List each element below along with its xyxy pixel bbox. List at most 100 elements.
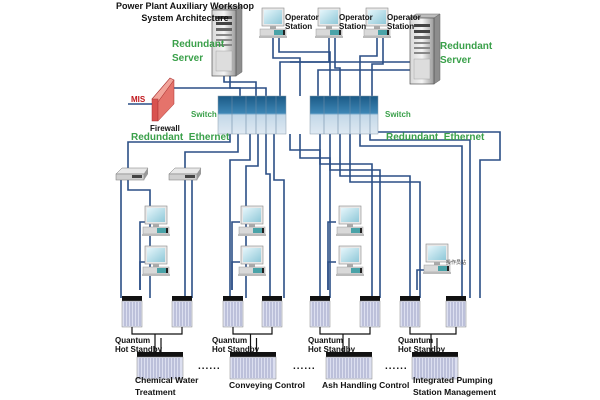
subsystem-3-plc-label: Quantum Hot Standby [308, 336, 355, 354]
plc-primary [309, 295, 331, 328]
subsystem-2-name: Conveying Control [229, 380, 306, 390]
ethernet-right-label: Redundant Ethernet [386, 132, 485, 143]
cable [223, 76, 257, 96]
switch-left-label: Switch [191, 110, 217, 119]
hub-1 [115, 167, 149, 181]
label-line: Integrated Pumping [413, 375, 493, 385]
plc-standby [261, 295, 283, 328]
cable [371, 38, 384, 96]
cable [127, 134, 231, 168]
firewall-icon [151, 77, 175, 122]
cable [359, 134, 463, 298]
cable [272, 38, 301, 96]
label-line: Hot Standby [398, 345, 446, 354]
cable [278, 38, 331, 96]
cable [329, 134, 381, 298]
cable [127, 180, 151, 298]
ellipsis-1: ...... [198, 361, 221, 372]
cable [317, 69, 412, 96]
switch-left [217, 95, 287, 135]
diagram-title: Power Plant Auxiliary Workshop System Ar… [110, 0, 260, 24]
cable [339, 134, 411, 298]
cable [299, 134, 331, 298]
cable [231, 261, 240, 290]
label-line: Server [172, 53, 204, 64]
subsystem-1-plc-label: Quantum Hot Standby [115, 336, 162, 354]
subsystem-4-name: Integrated Pumping Station Management [413, 374, 496, 398]
subsystem-4-plc-label: Quantum Hot Standby [398, 336, 445, 354]
io-rack [325, 351, 373, 380]
label-line: Redundant [172, 39, 225, 50]
title-line-1: Power Plant Auxiliary Workshop [115, 1, 255, 11]
redundant-server-left-label: Redundant Server [172, 38, 224, 66]
label-line: Redundant [440, 41, 493, 52]
label-line: Quantum [308, 336, 344, 345]
workstation [335, 245, 365, 277]
label-line: Station [387, 22, 415, 31]
plc-primary [121, 295, 143, 328]
label-line: Station Management [413, 387, 497, 397]
cable [273, 134, 285, 298]
label-line: Hot Standby [308, 345, 356, 354]
subsystem-2-plc-label: Quantum Hot Standby [212, 336, 259, 354]
label-line: Quantum [212, 336, 248, 345]
cable [378, 131, 501, 298]
cable [279, 38, 330, 96]
operator-station-3-label: Operator Station [387, 13, 421, 31]
workstation [237, 205, 267, 237]
label-line: Station [285, 22, 313, 31]
subsystem-1-name: Chemical Water Treatment [135, 374, 198, 398]
label-line: Hot Standby [212, 345, 260, 354]
plc-standby [359, 295, 381, 328]
workstation [141, 245, 171, 277]
hot-standby-link [319, 327, 371, 335]
ellipsis-2: ...... [293, 361, 316, 372]
label-line: Operator [285, 13, 319, 22]
switch-right-label: Switch [385, 110, 411, 119]
hot-standby-link [131, 327, 183, 335]
cable [369, 134, 471, 298]
io-rack [229, 351, 277, 380]
cable [349, 134, 421, 298]
operator-station-1-label: Operator Station [285, 13, 319, 31]
workstation [335, 205, 365, 237]
ethernet-left-label: Redundant Ethernet [131, 132, 230, 143]
hot-standby-link [409, 327, 457, 335]
hot-standby-link [232, 327, 273, 335]
workstation [141, 205, 171, 237]
label-line: Quantum [398, 336, 434, 345]
plc-primary [399, 295, 421, 328]
cable [184, 134, 239, 168]
label-line: Station [339, 22, 367, 31]
label-line: Server [440, 55, 472, 66]
cable [229, 134, 251, 298]
operator-station-2-label: Operator Station [339, 13, 373, 31]
workstation [237, 245, 267, 277]
title-line-2: System Architecture [141, 13, 229, 23]
plc-standby [171, 295, 193, 328]
label-line: Hot Standby [115, 345, 163, 354]
redundant-server-right-label: Redundant Server [440, 40, 492, 68]
cable [319, 134, 373, 298]
subsystem-3-name: Ash Handling Control [322, 380, 410, 390]
label-line: Chemical Water [135, 375, 199, 385]
switch-right [309, 95, 379, 135]
cable [265, 134, 271, 298]
cable [327, 261, 336, 290]
cable [229, 76, 267, 96]
label-line: Treatment [135, 387, 176, 397]
network-cables [120, 38, 501, 298]
mis-label: MIS [131, 95, 146, 104]
ellipsis-3: ...... [385, 361, 408, 372]
label-line: Operator [339, 13, 373, 22]
plc-standby [445, 295, 467, 328]
cable [416, 269, 425, 290]
firewall-label: Firewall [150, 124, 180, 133]
cable [289, 134, 321, 298]
hub-2 [168, 167, 202, 181]
operator-station-1 [258, 7, 288, 39]
cable [174, 87, 241, 96]
cable [334, 38, 341, 96]
label-line: Operator [387, 13, 421, 22]
